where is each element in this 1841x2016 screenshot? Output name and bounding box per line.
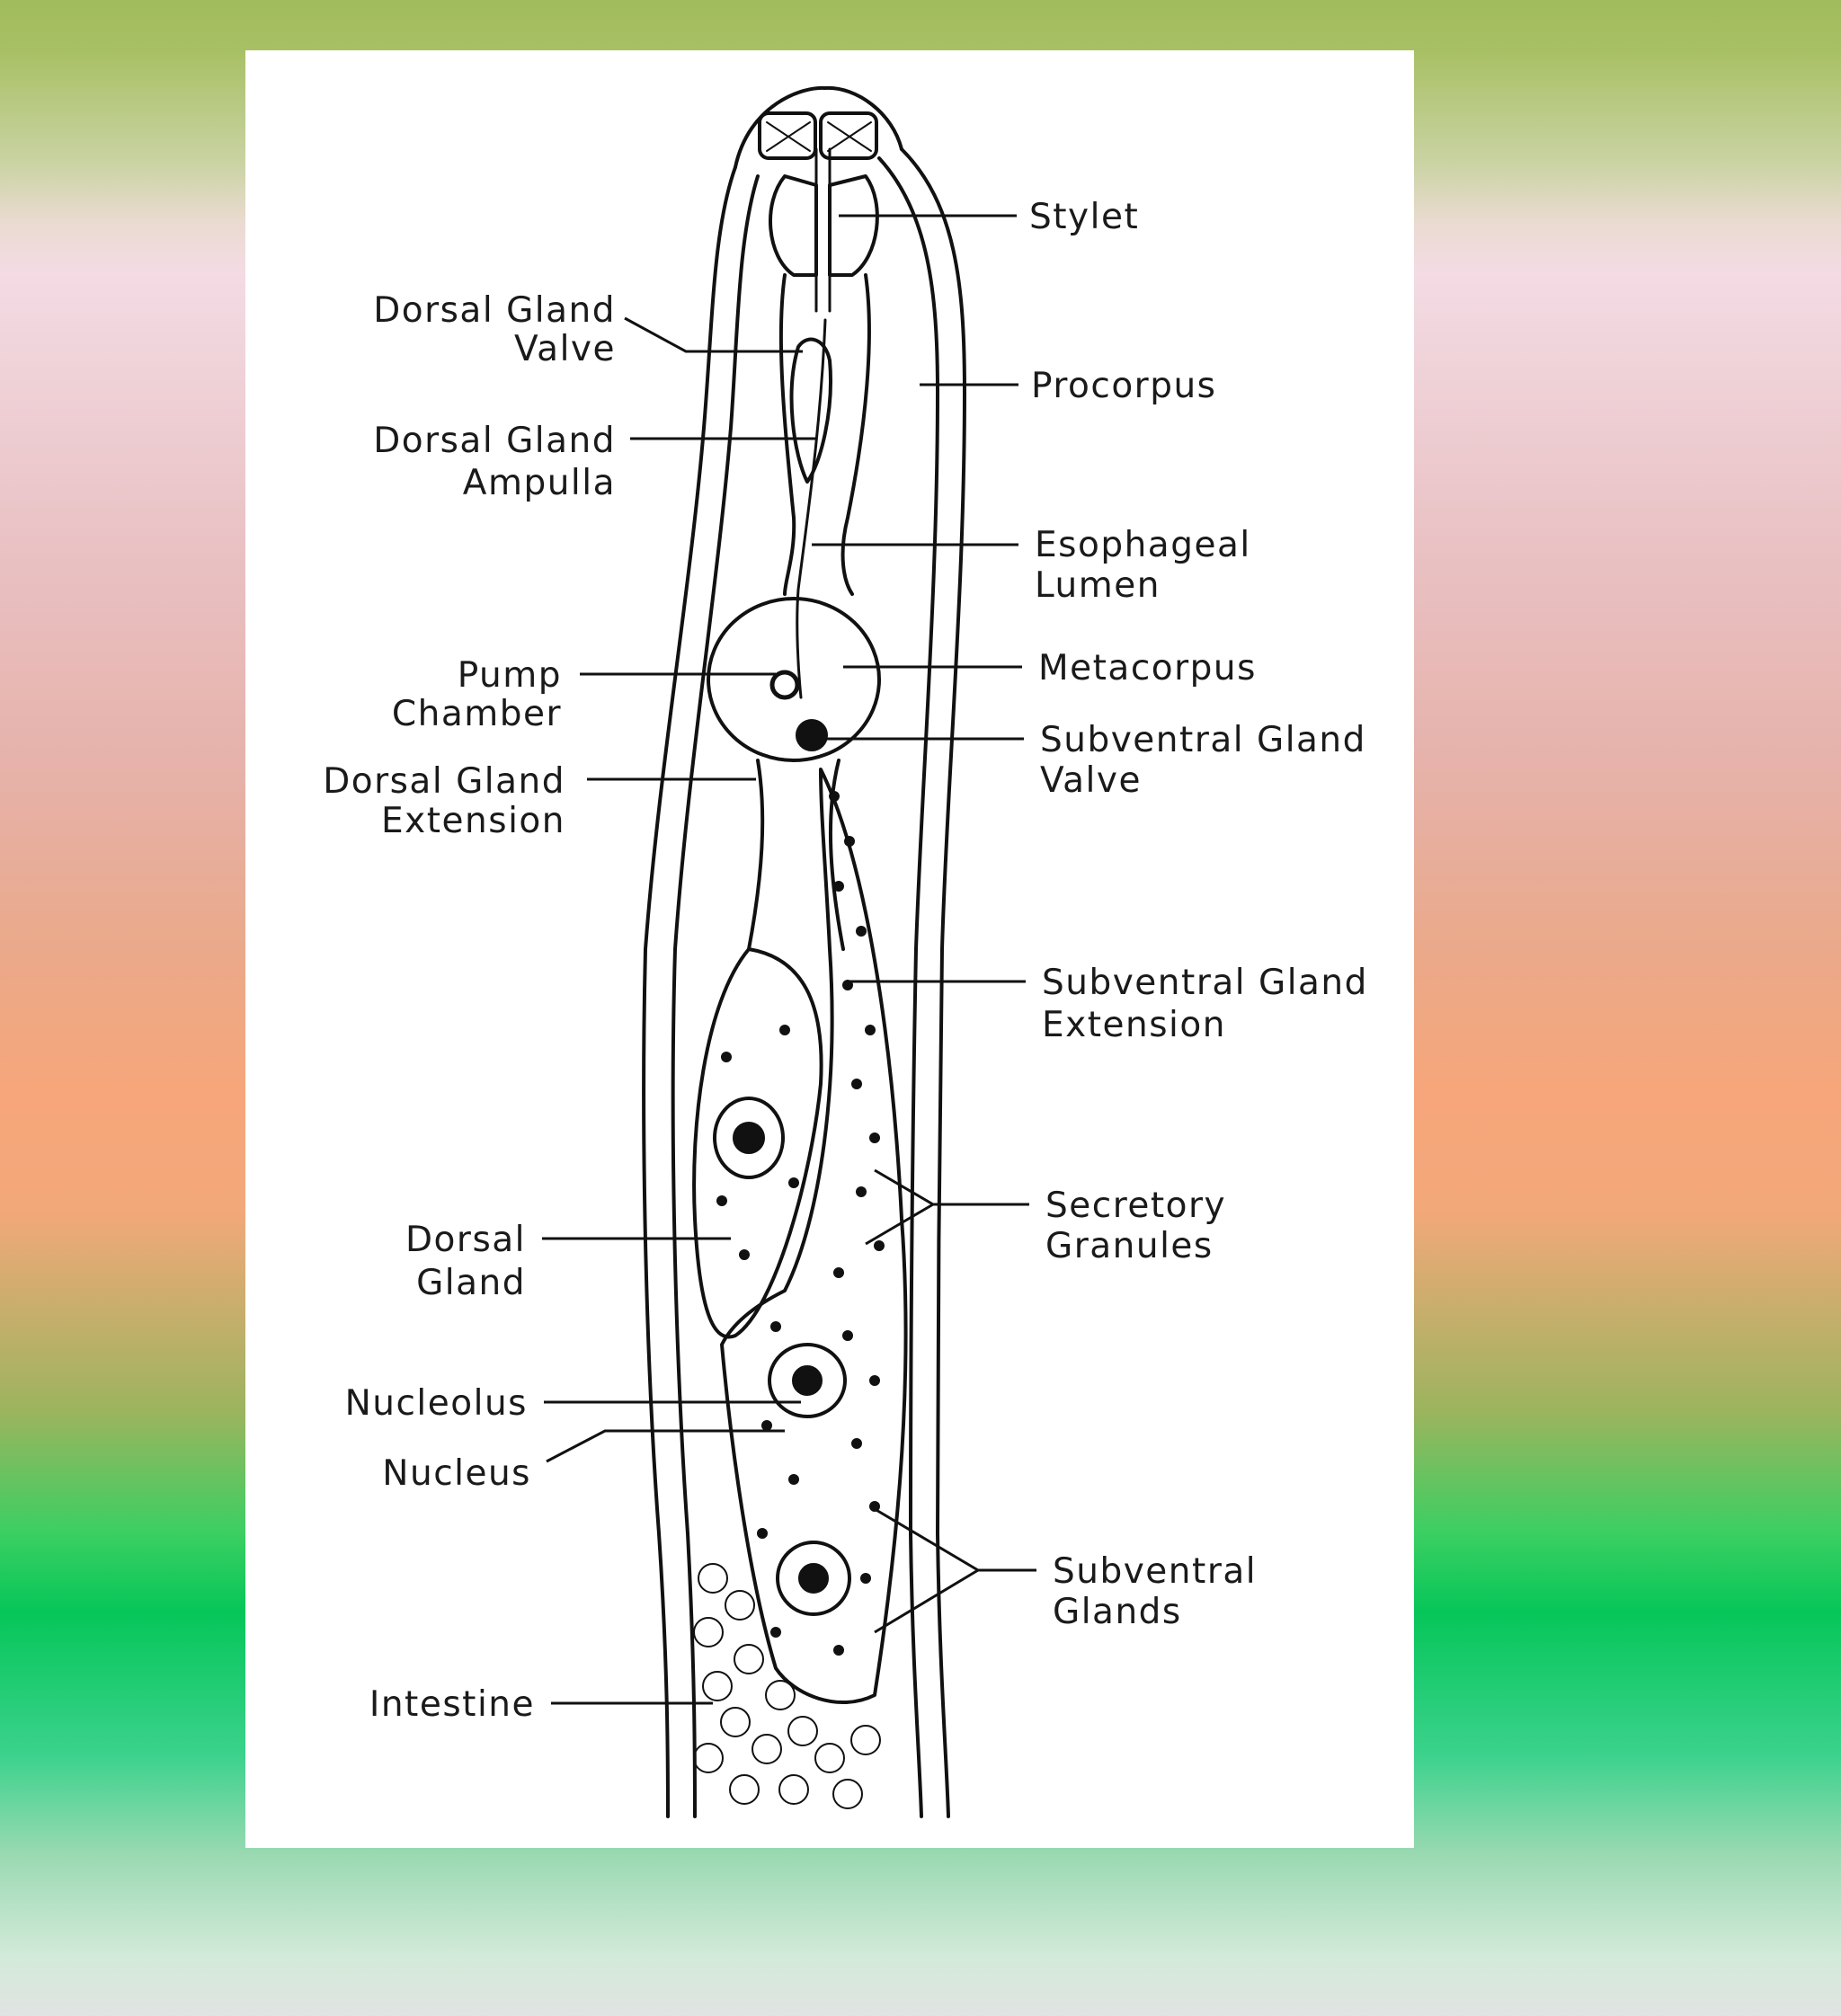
stylet-shaft (814, 147, 832, 313)
body-wall-right-outer (900, 147, 966, 1818)
leader-dorsal-gland-valve (624, 316, 803, 353)
label-nucleus: Nucleus (382, 1453, 531, 1494)
dorsal-gland-nucleus (713, 1097, 785, 1179)
label-subventral-gland-extension-line1: Subventral Gland (1042, 963, 1368, 1003)
esophageal-lumen-line (796, 318, 827, 699)
pump-chamber-shape (769, 670, 800, 700)
label-intestine: Intestine (369, 1684, 535, 1725)
label-stylet: Stylet (1029, 197, 1139, 237)
subventral-nucleolus-lower (798, 1563, 829, 1594)
label-subventral-gland-extension-line2: Extension (1042, 1005, 1226, 1045)
body-wall-left-outer (642, 165, 737, 1818)
head-cap (734, 85, 903, 169)
dorsal-gland-nucleolus (733, 1122, 765, 1154)
label-subventral-gland-valve-line2: Valve (1040, 760, 1142, 801)
label-dorsal-gland-extension-line2: Extension (381, 801, 565, 841)
label-subventral-gland-valve-line1: Subventral Gland (1040, 720, 1366, 760)
label-secretory-granules-line2: Granules (1045, 1226, 1214, 1266)
subventral-nucleus-upper (768, 1343, 847, 1418)
label-dorsal-gland-ampulla-line1: Dorsal Gland (373, 421, 616, 461)
label-subventral-glands-line2: Glands (1053, 1592, 1182, 1632)
body-wall-right-inner (877, 156, 939, 1818)
label-dorsal-gland-line1: Dorsal (405, 1220, 526, 1260)
leader-lines (542, 214, 1036, 1705)
procorpus-wall-left (778, 273, 796, 596)
label-subventral-glands-line1: Subventral (1053, 1551, 1257, 1592)
label-secretory-granules-line1: Secretory (1045, 1186, 1226, 1226)
isthmus-left (747, 759, 765, 951)
subventral-nucleus-lower (776, 1541, 851, 1616)
nematode-esophagus-diagram: Stylet Dorsal Gland Valve Procorpus Dors… (323, 85, 1368, 1818)
intestine-cells (693, 1563, 881, 1809)
label-procorpus: Procorpus (1031, 366, 1217, 406)
body-wall-left-inner (671, 174, 760, 1818)
stylet-knob-right (828, 174, 879, 277)
lip-right (819, 111, 878, 160)
subventral-gland-valve-dot (796, 719, 828, 751)
label-dorsal-gland-extension-line1: Dorsal Gland (323, 761, 565, 802)
label-dorsal-gland-valve-line1: Dorsal Gland (373, 290, 616, 331)
isthmus-right (828, 759, 845, 951)
label-pump-chamber-line2: Chamber (392, 694, 562, 734)
dorsal-gland-ampulla-shape (789, 337, 832, 484)
label-dorsal-gland-line2: Gland (416, 1263, 526, 1303)
lip-left (758, 111, 817, 160)
procorpus-wall-right (840, 273, 871, 596)
dorsal-gland-lobe (692, 947, 823, 1339)
label-esophageal-lumen-line2: Lumen (1035, 565, 1161, 606)
diagram-panel: Stylet Dorsal Gland Valve Procorpus Dors… (245, 50, 1414, 1848)
label-dorsal-gland-valve-line2: Valve (514, 329, 616, 369)
label-nucleolus: Nucleolus (345, 1383, 528, 1424)
label-pump-chamber-line1: Pump (458, 655, 562, 696)
secretory-granule-dots (716, 791, 885, 1656)
label-esophageal-lumen-line1: Esophageal (1035, 525, 1251, 565)
label-dorsal-gland-ampulla-line2: Ampulla (463, 463, 616, 503)
leader-secretory-granules (865, 1168, 1029, 1246)
metacorpus-bulb (707, 597, 881, 762)
stylet-knob-left (769, 174, 818, 277)
subventral-nucleolus-upper (792, 1365, 823, 1396)
leader-subventral-glands (869, 1505, 1036, 1634)
leader-nucleus (546, 1429, 785, 1463)
subventral-gland-lobe (720, 768, 908, 1704)
label-metacorpus: Metacorpus (1038, 648, 1257, 688)
